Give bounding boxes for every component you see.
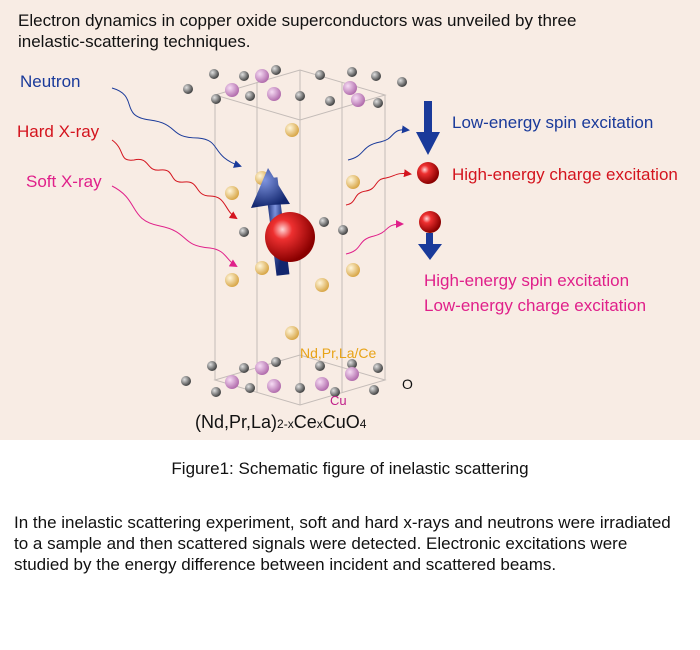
hard-xray-label: Hard X-ray [17, 122, 100, 141]
neutron-label: Neutron [20, 72, 81, 91]
headline: Electron dynamics in copper oxide superc… [18, 11, 577, 51]
high-charge-sphere-icon [417, 162, 439, 184]
formula-sub2: x [316, 417, 323, 431]
formula-part2: Ce [293, 412, 317, 432]
high-spin-label: High-energy spin excitation [424, 271, 630, 290]
low-charge-label: Low-energy charge excitation [424, 296, 647, 315]
description-paragraph: In the inelastic scattering experiment, … [14, 513, 671, 574]
scattered-soft-xray-icon [345, 220, 404, 255]
soft-xray-label: Soft X-ray [26, 172, 102, 191]
neutron-beam-icon [111, 87, 242, 168]
hard-xray-beam-icon [111, 139, 238, 220]
formula-part1: (Nd,Pr,La) [195, 412, 278, 432]
high-charge-label: High-energy charge excitation [452, 165, 678, 184]
scattered-neutron-icon [347, 125, 410, 161]
cuo2-plane-bottom [181, 357, 383, 397]
oxygen-label: O [402, 376, 413, 392]
formula-sub3: 4 [359, 417, 367, 431]
charge-spin-sphere-icon [419, 211, 441, 233]
charge-sphere-icon [265, 212, 315, 262]
unit-cell-frame [213, 69, 387, 406]
soft-xray-beam-icon [111, 185, 238, 268]
rare-earth-label: Nd,Pr,La/Ce [300, 345, 377, 361]
copper-label: Cu [330, 393, 347, 408]
high-spin-arrow-icon [418, 233, 442, 260]
formula-part3: CuO [322, 412, 360, 432]
scattered-hard-xray-icon [345, 169, 412, 206]
formula-sub1: 2-x [277, 417, 294, 431]
low-spin-label: Low-energy spin excitation [452, 113, 654, 132]
cuo2-plane-top [183, 65, 407, 108]
low-spin-arrow-icon [416, 101, 440, 155]
figure-caption: Figure1: Schematic figure of inelastic s… [171, 459, 529, 478]
chemical-formula: (Nd,Pr,La)2-xCexCuO4 [195, 412, 366, 433]
crystal-diagram [111, 65, 442, 406]
